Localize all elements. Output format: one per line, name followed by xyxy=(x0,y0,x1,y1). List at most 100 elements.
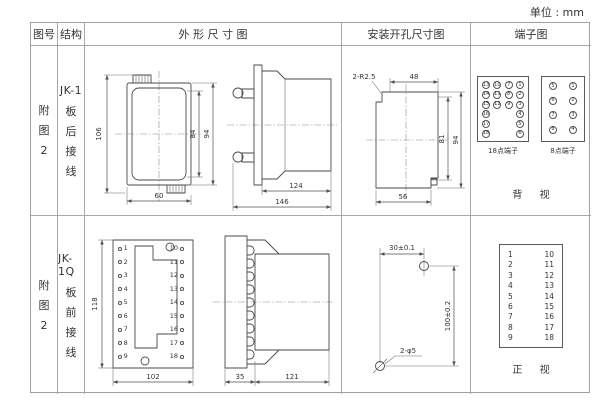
terminal-number: 4 xyxy=(508,281,513,291)
terminal-label: 7 xyxy=(118,323,128,337)
terminal-number: 3 xyxy=(508,270,513,280)
terminal-number: 1 xyxy=(508,250,513,259)
terminal-pin: 5 xyxy=(549,82,557,90)
row2-structure: JK-1Q 板前接线 xyxy=(58,216,85,394)
terminal-label: 4 xyxy=(118,283,128,297)
terminal-label: 8 xyxy=(118,337,128,351)
terminal-dot xyxy=(180,273,184,278)
terminal-dot xyxy=(118,287,122,292)
wiring-char: 线 xyxy=(65,165,77,178)
terminal-pin: 18 xyxy=(482,129,490,138)
terminal-label: 5 xyxy=(118,296,128,310)
terminal-number: 16 xyxy=(544,312,554,322)
row1-model-label: JK-1 xyxy=(59,84,83,97)
terminal-pin: 7 xyxy=(504,81,513,89)
terminal-number: 10 xyxy=(544,250,554,259)
terminal-pin: 14 xyxy=(482,90,490,99)
terminal-label: 18 xyxy=(167,350,184,364)
terminal-dot xyxy=(118,341,122,346)
terminal-number: 13 xyxy=(544,281,554,291)
terminal-pin: 4 xyxy=(515,110,524,119)
row2-install-drawing-cell: 30±0.1 100±0.2 2-φ5 xyxy=(342,216,471,394)
row1-figure-number: 附图 2 xyxy=(31,46,58,216)
terminal-dot xyxy=(180,327,184,332)
wiring-char: 接 xyxy=(65,145,77,158)
dim-30: 30±0.1 xyxy=(389,244,415,252)
dim-94: 94 xyxy=(203,129,211,138)
wiring-char: 线 xyxy=(65,346,77,359)
dim-118: 118 xyxy=(91,297,99,310)
terminal-pin: 12 xyxy=(493,100,502,109)
jk1-front-view-drawing: 106 84 94 60 xyxy=(95,71,217,205)
terminal-label: 13 xyxy=(167,283,184,297)
terminal-pin: 6 xyxy=(515,129,524,138)
dim-48: 48 xyxy=(410,73,419,81)
terminal-dot xyxy=(180,341,184,346)
wiring-char: 板 xyxy=(65,286,77,299)
jk1q-side-view-drawing: 35 121 xyxy=(213,235,335,386)
wiring-char: 接 xyxy=(65,326,77,339)
dim-60: 60 xyxy=(155,192,164,200)
jk1q-front-view-drawing: 118 102 xyxy=(91,239,194,386)
terminal-dot xyxy=(118,354,122,359)
terminal-pin: 15 xyxy=(482,100,490,109)
label-hole-diameter: 2-φ5 xyxy=(400,347,416,355)
terminal-dot xyxy=(180,260,184,265)
terminal-label: 9 xyxy=(118,350,128,364)
wiring-char: 前 xyxy=(65,306,77,319)
row2-model-label: JK-1Q xyxy=(58,252,75,278)
terminal-dot xyxy=(180,246,184,251)
terminal-pin: 1 xyxy=(515,81,524,89)
row1-outline-drawing-cell: 106 84 94 60 xyxy=(85,46,342,216)
terminal-dot xyxy=(118,327,122,332)
terminal-number: 2 xyxy=(508,260,513,270)
header-install-hole-dimensions: 安装开孔尺寸图 xyxy=(342,23,471,46)
wiring-char: 后 xyxy=(65,125,77,138)
terminal-label: 15 xyxy=(167,310,184,324)
header-figure-number: 图号 xyxy=(31,23,58,46)
header-structure: 结构 xyxy=(58,23,85,46)
terminal-label: 6 xyxy=(118,310,128,324)
dim-121: 121 xyxy=(285,373,298,381)
terminal-pin: 2 xyxy=(569,96,577,105)
dim-84: 84 xyxy=(189,129,197,138)
terminal-pin: 3 xyxy=(569,111,577,119)
terminal-pin: 1 xyxy=(569,82,577,90)
terminal-pin: 8 xyxy=(504,90,513,99)
terminal-number: 12 xyxy=(544,270,554,280)
dim-56: 56 xyxy=(399,193,408,201)
dim-106: 106 xyxy=(95,127,103,141)
figure-char: 附 xyxy=(38,278,50,292)
terminal-pin: 8 xyxy=(549,125,557,134)
row2-view-label: 正 视 xyxy=(512,365,557,376)
terminal-dot xyxy=(118,246,122,251)
terminal-number: 7 xyxy=(508,312,513,322)
terminal-number: 14 xyxy=(544,291,554,301)
terminal-pin: 17 xyxy=(482,120,490,129)
terminal-dot xyxy=(118,314,122,319)
terminal-label: 12 xyxy=(167,269,184,283)
dim-100: 100±0.2 xyxy=(444,301,452,331)
terminal-label: 17 xyxy=(167,337,184,351)
dim-94b: 94 xyxy=(452,135,460,144)
figure-char: 附 xyxy=(38,104,50,117)
terminal-18pt-caption: 18点端子 xyxy=(488,147,518,155)
row1-figure-number-chars: 附图 2 xyxy=(39,105,50,156)
figure-char: 2 xyxy=(40,144,48,157)
terminal-dot xyxy=(118,300,122,305)
terminal-8pt-caption: 8点端子 xyxy=(550,147,576,155)
terminal-number: 9 xyxy=(508,333,513,343)
figure-char: 图 xyxy=(38,298,50,312)
figure-char: 图 xyxy=(38,124,50,137)
terminal-dot xyxy=(180,354,184,359)
